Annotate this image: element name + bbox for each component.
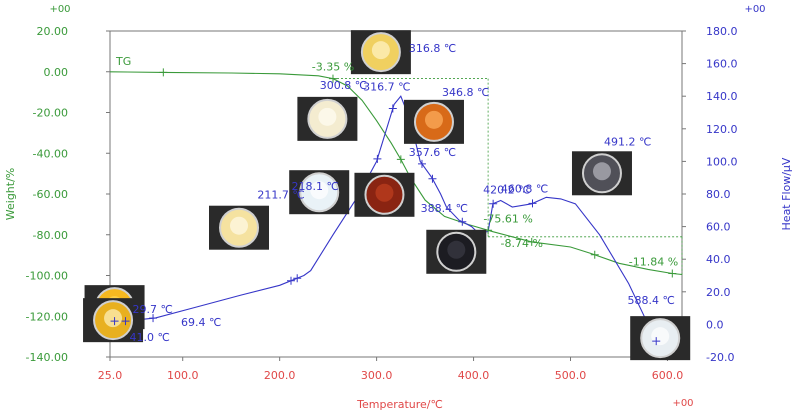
y-left-tick-label: 20.00 bbox=[37, 25, 69, 38]
y-right-tick-label: -20.0 bbox=[706, 351, 734, 364]
dta-temperature-label: 211.7 ℃ bbox=[257, 189, 304, 202]
y-left-tick-label: -120.00 bbox=[26, 310, 68, 323]
dta-temperature-label: 316.7 ℃ bbox=[363, 80, 410, 93]
y-right-tick-label: 60.0 bbox=[706, 221, 731, 234]
x-tick-label: 500.0 bbox=[555, 369, 587, 382]
y-right-tick-label: 40.0 bbox=[706, 253, 731, 266]
y-right-tick-label: 100.0 bbox=[706, 155, 738, 168]
tg-step-label: -11.84 % bbox=[629, 256, 678, 269]
dta-marker bbox=[373, 154, 382, 163]
dta-temperature-label: 316.8 ℃ bbox=[409, 42, 456, 55]
y-right-tick-label: 120.0 bbox=[706, 123, 738, 136]
tg-marker bbox=[668, 269, 677, 278]
sample-photo-highlight bbox=[104, 309, 123, 328]
dta-marker bbox=[110, 317, 119, 326]
dta-marker bbox=[458, 217, 467, 226]
dta-temperature-label: 346.8 ℃ bbox=[442, 86, 489, 99]
x-tick-label: 25.0 bbox=[98, 369, 123, 382]
sample-photos bbox=[83, 30, 691, 361]
corner-label-top-right: +00 bbox=[744, 4, 765, 15]
dta-temperature-label: 29.7 ℃ bbox=[133, 303, 173, 316]
series-label-tg: TG bbox=[115, 55, 131, 68]
dta-marker bbox=[293, 274, 302, 283]
y-left-tick-label: -20.00 bbox=[33, 107, 68, 120]
sample-photo bbox=[354, 172, 415, 217]
tg-marker bbox=[159, 68, 168, 77]
dta-temperature-label: 357.6 ℃ bbox=[409, 146, 456, 159]
sample-photo-highlight bbox=[310, 181, 329, 200]
sample-photo-highlight bbox=[424, 110, 443, 129]
tg-step-label: -8.74 % bbox=[501, 237, 543, 250]
sample-photo-highlight bbox=[375, 183, 394, 202]
dta-marker bbox=[652, 337, 661, 346]
dta-marker bbox=[528, 199, 537, 208]
x-tick-label: 600.0 bbox=[652, 369, 684, 382]
dta-temperature-label: 460.8 ℃ bbox=[501, 182, 548, 195]
tg-marker bbox=[527, 237, 536, 246]
corner-label-top-left: +00 bbox=[49, 4, 70, 15]
x-tick-label: 300.0 bbox=[361, 369, 393, 382]
sample-photo-highlight bbox=[230, 216, 249, 235]
dta-marker bbox=[388, 104, 397, 113]
dta-marker bbox=[121, 317, 130, 326]
y-right-tick-label: 180.0 bbox=[706, 25, 738, 38]
sample-photo bbox=[403, 99, 464, 144]
sample-photo-highlight bbox=[318, 107, 337, 126]
axes: 25.0 100.0 200.0 300.0 400.0 500.0 600.0 20.00 0… bbox=[26, 25, 738, 382]
sample-photo-highlight bbox=[371, 41, 390, 60]
sample-photo bbox=[83, 298, 144, 343]
dta-temperature-label: 218.1 ℃ bbox=[292, 180, 339, 193]
y-left-tick-label: -140.00 bbox=[26, 351, 68, 364]
dta-temperature-label: 69.4 ℃ bbox=[181, 316, 221, 329]
y-left-tick-label: -80.00 bbox=[33, 229, 68, 242]
sample-photo bbox=[297, 96, 358, 141]
dta-temperature-label: 300.8 ℃ bbox=[320, 79, 367, 92]
dta-temperature-label: 588.4 ℃ bbox=[628, 294, 675, 307]
tg-marker bbox=[396, 155, 405, 164]
x-tick-label: 200.0 bbox=[264, 369, 296, 382]
y-right-tick-label: 140.0 bbox=[706, 90, 738, 103]
y-right-tick-label: 160.0 bbox=[706, 58, 738, 71]
tg-marker bbox=[328, 74, 337, 83]
corner-label-bottom-right: +00 bbox=[672, 398, 693, 409]
y-left-tick-label: -40.00 bbox=[33, 147, 68, 160]
sample-photo-highlight bbox=[651, 327, 670, 346]
x-axis-title: Temperature/℃ bbox=[356, 398, 443, 411]
dta-marker bbox=[287, 276, 296, 285]
sample-photo bbox=[289, 170, 350, 215]
y-left-tick-label: -60.00 bbox=[33, 188, 68, 201]
step-guides bbox=[332, 78, 683, 275]
annotations: -3.35 % -75.61 % -8.74 % -11.84 % 29.7 ℃ 41.0… bbox=[110, 42, 678, 346]
dta-marker bbox=[428, 174, 437, 183]
sample-photo-highlight bbox=[592, 162, 611, 181]
sample-photo bbox=[209, 205, 270, 250]
y-left-tick-label: -100.00 bbox=[26, 270, 68, 283]
tg-step-label: -75.61 % bbox=[483, 212, 532, 225]
dta-temperature-label: 41.0 ℃ bbox=[130, 331, 170, 344]
y-right-axis-title: Heat Flow/μV bbox=[780, 157, 793, 230]
x-tick-label: 400.0 bbox=[458, 369, 490, 382]
y-right-tick-label: 20.0 bbox=[706, 286, 731, 299]
sample-photo bbox=[630, 316, 691, 361]
sample-photo bbox=[426, 229, 487, 274]
y-right-tick-label: 0.0 bbox=[706, 318, 724, 331]
sample-photo bbox=[571, 151, 632, 196]
dta-marker bbox=[417, 159, 426, 168]
dta-temperature-label: 491.2 ℃ bbox=[604, 135, 651, 148]
y-left-tick-label: 0.00 bbox=[44, 66, 69, 79]
sample-photo bbox=[350, 30, 411, 75]
x-tick-label: 100.0 bbox=[167, 369, 199, 382]
tg-marker bbox=[590, 250, 599, 259]
y-right-tick-label: 80.0 bbox=[706, 188, 731, 201]
tg-step-label: -3.35 % bbox=[312, 61, 354, 74]
dta-temperature-label: 388.4 ℃ bbox=[421, 202, 468, 215]
dta-temperature-label: 420.2 ℃ bbox=[483, 184, 530, 197]
dta-marker bbox=[149, 314, 158, 323]
y-left-axis-title: Weight/% bbox=[4, 168, 17, 220]
sample-photo-highlight bbox=[447, 240, 466, 259]
dta-marker bbox=[489, 199, 498, 208]
